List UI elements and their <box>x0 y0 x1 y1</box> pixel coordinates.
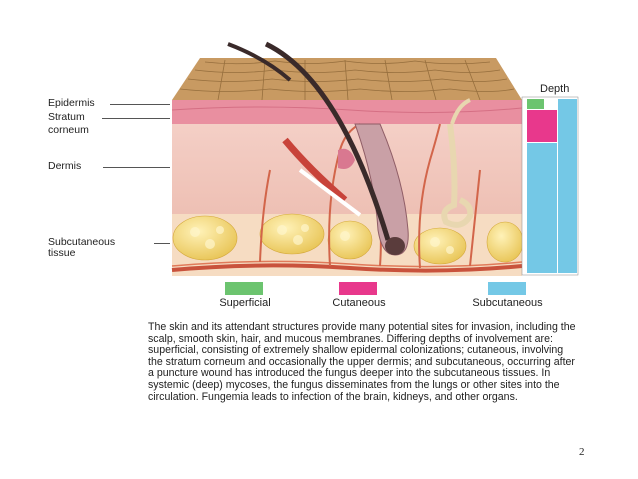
depth-title: Depth <box>540 83 570 95</box>
leader-stratum <box>102 118 170 119</box>
depth-bar-cutaneous <box>527 110 557 142</box>
description-paragraph: The skin and its attendant structures pr… <box>148 321 576 403</box>
leader-epidermis <box>110 104 170 105</box>
page-number: 2 <box>579 446 585 458</box>
label-dermis: Dermis <box>48 160 82 172</box>
blood-vessel <box>171 263 523 273</box>
label-subcutaneous-line2: tissue <box>48 247 76 259</box>
skin-surface <box>172 58 522 100</box>
label-stratum-line1: Stratum <box>48 111 85 123</box>
label-subcutaneous-line1: Subcutaneous <box>48 236 116 248</box>
leader-dermis <box>103 167 170 168</box>
depth-bar-subcutaneous <box>558 99 577 273</box>
sweat-gland <box>441 123 474 228</box>
legend-swatch-cutaneous <box>339 282 377 295</box>
label-stratum-line2: corneum <box>48 124 89 136</box>
description-text: The skin and its attendant structures pr… <box>148 321 578 403</box>
legend-label-subcutaneous: Subcutaneous <box>472 297 543 309</box>
legend-swatch-subcutaneous <box>488 282 526 295</box>
depth-bar-superficial <box>527 99 544 109</box>
legend-label-superficial: Superficial <box>219 297 271 309</box>
legend-label-cutaneous: Cutaneous <box>332 297 386 309</box>
puncture-object <box>298 168 362 217</box>
leader-subcutaneous <box>154 243 170 244</box>
arrector-muscle <box>282 137 348 203</box>
legend-swatch-superficial <box>225 282 263 295</box>
hair-shaft <box>264 41 391 241</box>
fat-lobules <box>172 213 524 265</box>
label-epidermis: Epidermis <box>48 97 95 109</box>
